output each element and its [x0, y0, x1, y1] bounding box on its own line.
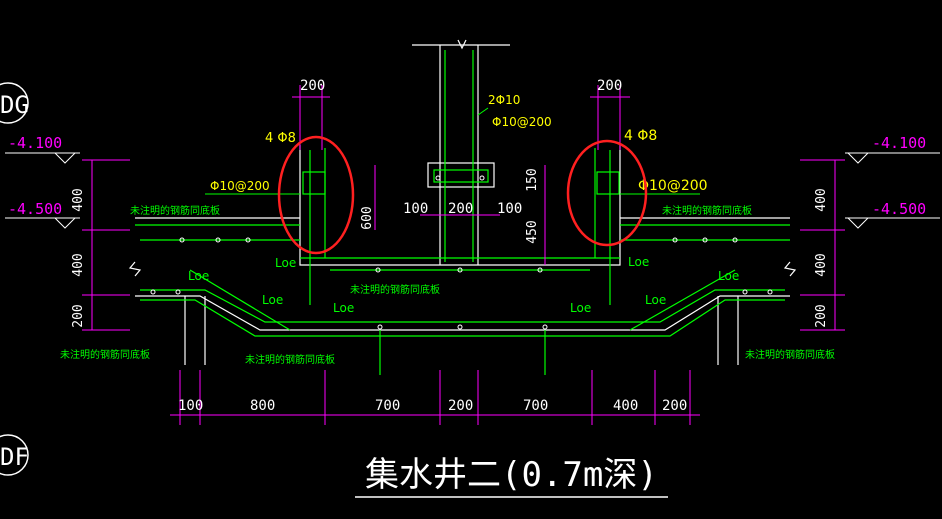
dim-600: 600 — [360, 206, 375, 229]
dim-chain-left — [82, 159, 130, 331]
dim-right-a: 400 — [814, 188, 829, 211]
axis-label-dg: DG — [0, 91, 29, 119]
dim-left-b: 400 — [71, 253, 86, 276]
dim-chain-bottom — [170, 370, 700, 425]
label-loe-3: Loe — [262, 293, 283, 307]
dim-bottom-800: 800 — [250, 398, 275, 414]
label-4phi8-left: 4 Φ8 — [265, 131, 296, 146]
drawing-title: 集水井二(0.7m深) — [365, 455, 658, 495]
dim-left-a: 400 — [71, 188, 86, 211]
note-left-bottom: 未注明的钢筋同底板 — [60, 348, 150, 361]
label-loe-5: Loe — [628, 255, 649, 269]
dim-150: 150 — [525, 168, 540, 191]
dim-top-left: 200 — [300, 78, 325, 94]
elevation-bottom-left: -4.500 — [8, 200, 62, 218]
note-center: 未注明的钢筋同底板 — [350, 283, 440, 296]
highlight-right — [566, 139, 648, 247]
axis-marker-dg: DG — [0, 82, 29, 124]
label-loe-6: Loe — [718, 269, 739, 283]
dim-chain-right — [800, 159, 845, 331]
label-loe-1: Loe — [275, 256, 296, 270]
elevation-marks-right — [845, 152, 940, 229]
dim-top-right: 200 — [597, 78, 622, 94]
label-stirrup-right: Φ10@200 — [638, 178, 708, 194]
label-loe-2: Loe — [188, 269, 209, 283]
elevation-top-right: -4.100 — [872, 134, 926, 152]
note-right-top: 未注明的钢筋同底板 — [662, 204, 752, 217]
highlight-left — [277, 135, 355, 255]
dim-bottom-200a: 200 — [448, 398, 473, 414]
axis-label-df: DF — [0, 443, 29, 471]
label-2phi10: 2Φ10 — [488, 93, 520, 107]
dim-450: 450 — [525, 220, 540, 243]
note-left-top: 未注明的钢筋同底板 — [130, 204, 220, 217]
dim-bottom-200b: 200 — [662, 398, 687, 414]
label-leaders — [205, 107, 700, 195]
rebar-dots — [150, 175, 773, 330]
dim-200-center: 200 — [448, 201, 473, 217]
axis-marker-df: DF — [0, 434, 29, 476]
dim-bottom-100: 100 — [178, 398, 203, 414]
label-loe-4: Loe — [333, 301, 354, 315]
dim-left-c: 200 — [71, 304, 86, 327]
dim-100-a: 100 — [403, 201, 428, 217]
note-bottom-center: 未注明的钢筋同底板 — [245, 353, 335, 366]
concrete-outline — [128, 39, 797, 365]
dim-100-b: 100 — [497, 201, 522, 217]
elevation-top-left: -4.100 — [8, 134, 62, 152]
label-4phi8-right: 4 Φ8 — [624, 128, 657, 144]
label-loe-7: Loe — [645, 293, 666, 307]
dim-bottom-700a: 700 — [375, 398, 400, 414]
note-right-bottom: 未注明的钢筋同底板 — [745, 348, 835, 361]
label-column-stirrup: Φ10@200 — [492, 115, 552, 129]
elevation-marks-left — [5, 152, 80, 229]
label-loe-8: Loe — [570, 301, 591, 315]
elevation-bottom-right: -4.500 — [872, 200, 926, 218]
dim-bottom-400: 400 — [613, 398, 638, 414]
dim-right-b: 400 — [814, 253, 829, 276]
dim-bottom-700b: 700 — [523, 398, 548, 414]
dim-right-c: 200 — [814, 304, 829, 327]
label-stirrup-left: Φ10@200 — [210, 179, 270, 193]
dim-top — [292, 85, 630, 265]
